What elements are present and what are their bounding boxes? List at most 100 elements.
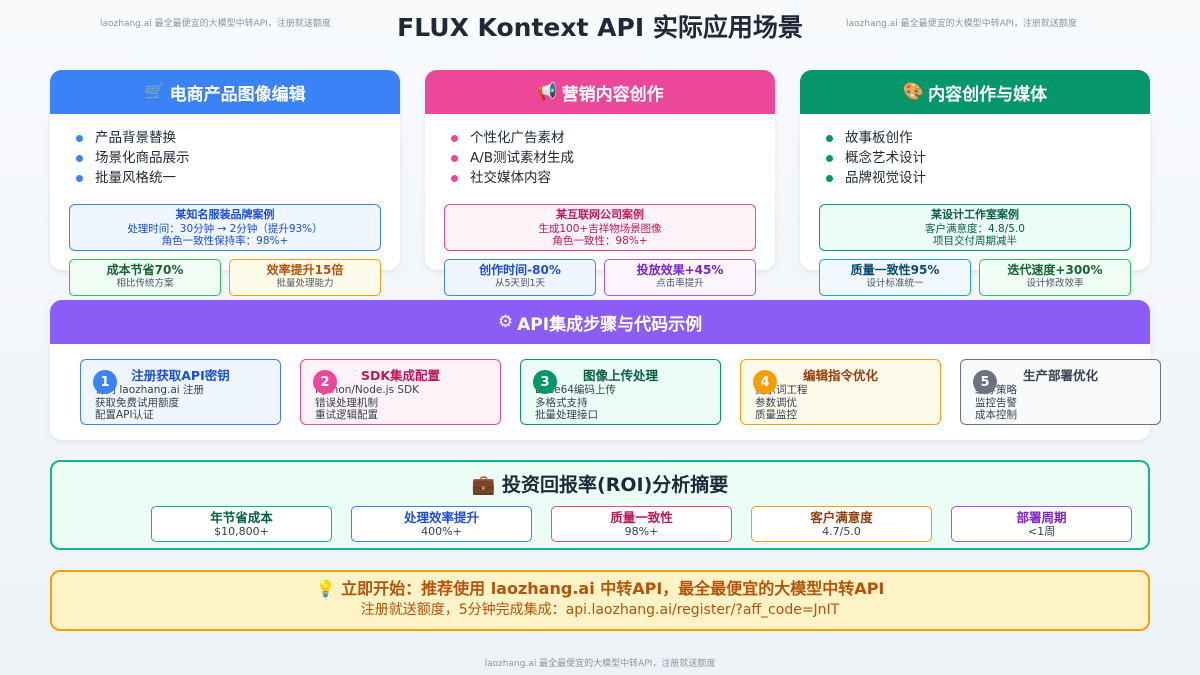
feature-item: 场景化商品展示 <box>76 148 400 168</box>
step-detail-line: 成本控制 <box>975 409 1017 421</box>
step-detail-line: 多格式支持 <box>535 396 588 409</box>
case-study-line: 角色一致性：98%+ <box>552 235 648 247</box>
case-study-box: 某知名服装品牌案例处理时间：30分钟 → 2分钟（提升93%）角色一致性保持率：… <box>69 204 381 251</box>
step-number-badge: 5 <box>973 370 997 394</box>
card-header: 📢营销内容创作 <box>425 70 775 114</box>
step-detail-line: 质量监控 <box>755 409 797 421</box>
metric-badge: 效率提升15倍批量处理能力 <box>229 259 381 296</box>
roi-metric: 部署周期<1周 <box>951 506 1132 542</box>
feature-item: 概念艺术设计 <box>826 148 1150 168</box>
feature-item: 个性化广告素材 <box>451 128 775 148</box>
metric-caption: 点击率提升 <box>656 278 704 289</box>
metric-value: 迭代速度+300% <box>1007 263 1103 277</box>
roi-metric-value: 98%+ <box>624 525 659 538</box>
step-number-badge: 4 <box>753 370 777 394</box>
card-title: 营销内容创作 <box>561 84 664 105</box>
step-detail-line: 访问 laozhang.ai 注册 <box>95 384 205 396</box>
metric-caption: 设计标准统一 <box>866 278 924 289</box>
feature-item: 产品背景替换 <box>76 128 400 148</box>
shopping-cart-icon: 🛒 <box>144 82 166 102</box>
step-title: SDK集成配置 <box>360 368 441 383</box>
step-number-badge: 2 <box>313 370 337 394</box>
gear-icon: ⚙ <box>497 312 514 332</box>
cta-register-link[interactable]: 注册就送额度，5分钟完成集成：api.laozhang.ai/register/… <box>360 602 840 618</box>
step-title: 注册获取API密钥 <box>131 368 230 383</box>
case-study-line: 处理时间：30分钟 → 2分钟（提升93%） <box>127 222 323 235</box>
metric-value: 质量一致性95% <box>850 263 940 277</box>
metric-caption: 设计修改效率 <box>1026 278 1084 289</box>
case-study-box: 某互联网公司案例生成100+吉祥物场景图像角色一致性：98%+ <box>444 204 756 251</box>
feature-item: A/B测试素材生成 <box>451 148 775 168</box>
watermark-right: laozhang.ai 最全最便宜的大模型中转API，注册就送额度 <box>846 19 1077 29</box>
integration-step: 注册获取API密钥访问 laozhang.ai 注册获取免费试用额度配置API认… <box>80 359 281 425</box>
lightbulb-icon: 💡 <box>315 579 336 598</box>
use-case-card: 🛒电商产品图像编辑产品背景替换场景化商品展示批量风格统一某知名服装品牌案例处理时… <box>50 70 400 270</box>
metric-value: 创作时间-80% <box>479 263 561 277</box>
roi-metric-value: $10,800+ <box>214 525 269 538</box>
step-detail-line: 错误处理机制 <box>315 396 378 409</box>
roi-metric: 年节省成本$10,800+ <box>151 506 332 542</box>
metric-value: 投放效果+45% <box>636 263 724 277</box>
page-title: FLUX Kontext API 实际应用场景 <box>397 13 803 42</box>
case-study-title: 某互联网公司案例 <box>556 208 644 221</box>
feature-list: 故事板创作概念艺术设计品牌视觉设计 <box>800 114 1150 188</box>
step-title: 图像上传处理 <box>582 368 658 383</box>
feature-item: 品牌视觉设计 <box>826 168 1150 188</box>
use-case-card: 🎨内容创作与媒体故事板创作概念艺术设计品牌视觉设计某设计工作室案例客户满意度：4… <box>800 70 1150 270</box>
metric-value: 效率提升15倍 <box>266 263 344 277</box>
roi-title-row: 💼 投资回报率(ROI)分析摘要 <box>52 470 1148 497</box>
metric-badge: 创作时间-80%从5天到1天 <box>444 259 596 296</box>
step-detail-line: 参数调优 <box>755 396 797 409</box>
watermark-left: laozhang.ai 最全最便宜的大模型中转API，注册就送额度 <box>100 19 331 29</box>
step-detail-line: 批量处理接口 <box>535 409 598 421</box>
step-detail-line: 监控告警 <box>975 396 1017 409</box>
feature-item: 社交媒体内容 <box>451 168 775 188</box>
step-details: 访问 laozhang.ai 注册获取免费试用额度配置API认证 <box>95 384 204 422</box>
metric-caption: 批量处理能力 <box>276 278 334 289</box>
integration-steps-title: API集成步骤与代码示例 <box>517 314 703 335</box>
step-detail-line: 配置API认证 <box>95 409 154 421</box>
feature-item: 批量风格统一 <box>76 168 400 188</box>
step-detail-line: 获取免费试用额度 <box>95 396 179 409</box>
roi-metric-label: 质量一致性 <box>610 510 673 525</box>
case-study-line: 生成100+吉祥物场景图像 <box>538 222 662 235</box>
step-detail-line: Python/Node.js SDK <box>315 384 420 396</box>
roi-metric-label: 客户满意度 <box>810 510 873 525</box>
card-title: 内容创作与媒体 <box>928 84 1048 105</box>
card-header: 🎨内容创作与媒体 <box>800 70 1150 114</box>
call-to-action-banner: 💡 立即开始：推荐使用 laozhang.ai 中转API，最全最便宜的大模型中… <box>50 570 1150 631</box>
roi-metric-value: 4.7/5.0 <box>822 525 861 538</box>
step-number-badge: 3 <box>533 370 557 394</box>
metric-badge: 投放效果+45%点击率提升 <box>604 259 756 296</box>
metric-badge: 质量一致性95%设计标准统一 <box>819 259 971 296</box>
case-study-line: 客户满意度：4.8/5.0 <box>925 222 1025 235</box>
step-title: 编辑指令优化 <box>802 368 878 383</box>
roi-metric-label: 部署周期 <box>1016 510 1067 525</box>
palette-icon: 🎨 <box>902 82 925 102</box>
step-number-badge: 1 <box>93 370 117 394</box>
feature-item: 故事板创作 <box>826 128 1150 148</box>
watermark-footer: laozhang.ai 最全最便宜的大模型中转API，注册就送额度 <box>484 659 716 669</box>
roi-metric-label: 年节省成本 <box>210 510 273 525</box>
metric-value: 成本节省70% <box>106 263 184 277</box>
integration-steps-header: ⚙ API集成步骤与代码示例 <box>50 300 1150 344</box>
case-study-line: 项目交付周期减半 <box>933 235 1017 247</box>
card-title: 电商产品图像编辑 <box>169 84 306 105</box>
step-title: 生产部署优化 <box>1022 368 1098 383</box>
metric-badge: 成本节省70%相比传统方案 <box>69 259 221 296</box>
case-study-line: 角色一致性保持率：98%+ <box>161 235 289 247</box>
roi-title: 投资回报率(ROI)分析摘要 <box>502 474 729 496</box>
metric-caption: 相比传统方案 <box>116 278 174 289</box>
step-detail-line: 重试逻辑配置 <box>315 409 378 421</box>
